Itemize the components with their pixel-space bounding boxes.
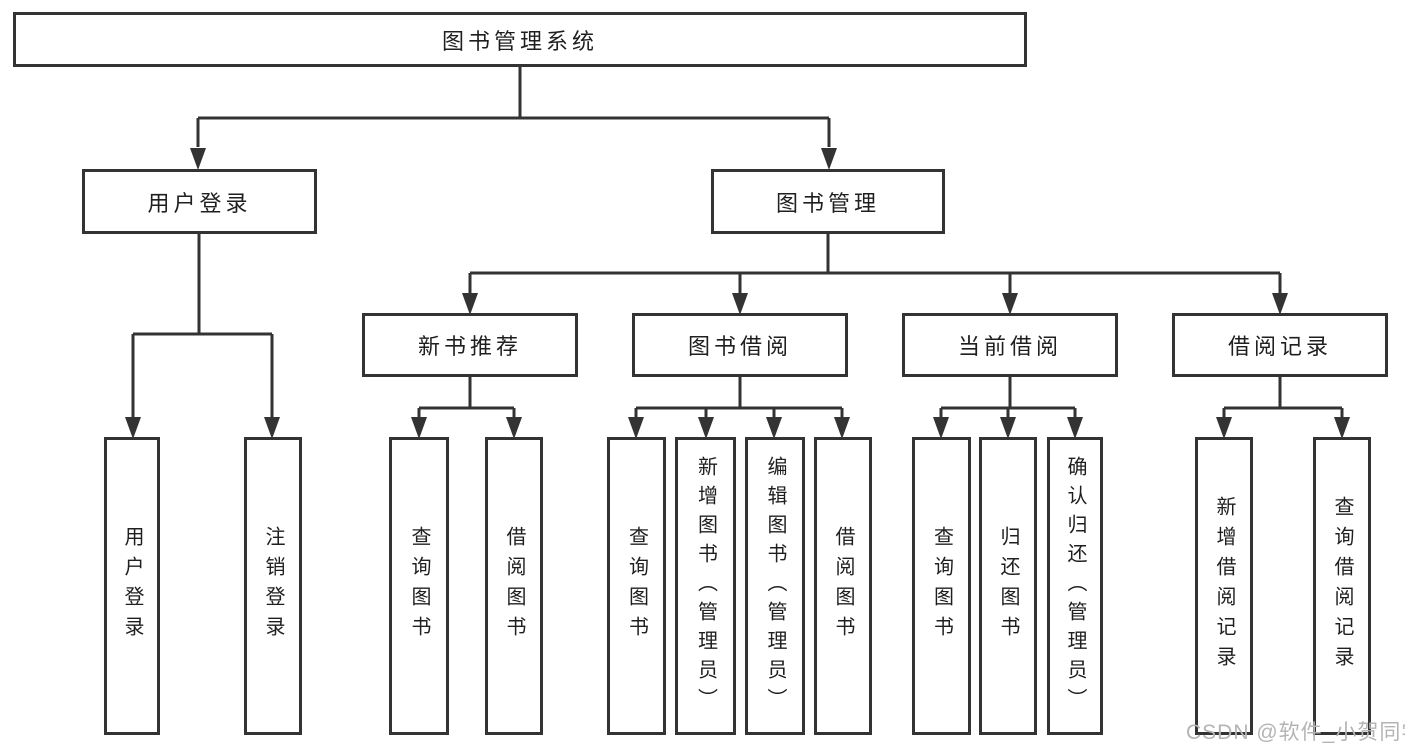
node-label: 借阅图书 — [832, 526, 854, 646]
node-label: 当前借阅 — [957, 334, 1062, 359]
node-label: 新增图书（管理员） — [694, 455, 717, 717]
node-book-borrowing: 图书借阅 — [632, 313, 848, 377]
node-borrowing-records: 借阅记录 — [1172, 313, 1388, 377]
node-label: 查询图书 — [930, 526, 953, 646]
node-new-book-recommend: 新书推荐 — [362, 313, 578, 377]
leaf-add-book-admin: 新增图书（管理员） — [675, 437, 736, 735]
node-label: 用户登录 — [147, 190, 252, 216]
leaf-user-login: 用户登录 — [104, 437, 160, 735]
leaf-edit-book-admin: 编辑图书（管理员） — [745, 437, 805, 735]
node-label: 新增借阅记录 — [1213, 496, 1235, 676]
node-label: 确认归还（管理员） — [1064, 455, 1086, 717]
node-label: 新书推荐 — [417, 334, 522, 359]
node-label: 注销登录 — [262, 526, 284, 646]
node-label: 借阅记录 — [1227, 334, 1332, 359]
leaf-return-book: 归还图书 — [979, 437, 1037, 735]
leaf-query-books-current: 查询图书 — [912, 437, 971, 735]
leaf-query-borrow-record: 查询借阅记录 — [1313, 437, 1371, 735]
node-label: 图书管理系统 — [441, 28, 598, 54]
node-label: 归还图书 — [997, 526, 1019, 646]
node-label: 图书管理 — [775, 190, 880, 216]
node-user-login: 用户登录 — [82, 169, 317, 234]
node-label: 用户登录 — [121, 526, 143, 646]
node-label: 查询图书 — [625, 526, 648, 646]
leaf-query-books-recommend: 查询图书 — [389, 437, 449, 735]
node-label: 查询借阅记录 — [1331, 496, 1353, 676]
csdn-watermark: CSDN @软件_小贺同学 — [1186, 721, 1405, 744]
node-root-system: 图书管理系统 — [13, 12, 1027, 67]
node-book-management: 图书管理 — [711, 169, 945, 234]
node-label: 查询图书 — [408, 526, 430, 646]
leaf-logout: 注销登录 — [244, 437, 302, 735]
leaf-add-borrow-record: 新增借阅记录 — [1195, 437, 1253, 735]
node-label: 图书借阅 — [687, 334, 792, 359]
node-current-borrowing: 当前借阅 — [902, 313, 1118, 377]
leaf-confirm-return-admin: 确认归还（管理员） — [1047, 437, 1103, 735]
leaf-query-books-borrow: 查询图书 — [607, 437, 666, 735]
leaf-borrow-books: 借阅图书 — [814, 437, 872, 735]
node-label: 编辑图书（管理员） — [764, 455, 786, 717]
leaf-borrow-books-recommend: 借阅图书 — [485, 437, 543, 735]
node-label: 借阅图书 — [503, 526, 525, 646]
